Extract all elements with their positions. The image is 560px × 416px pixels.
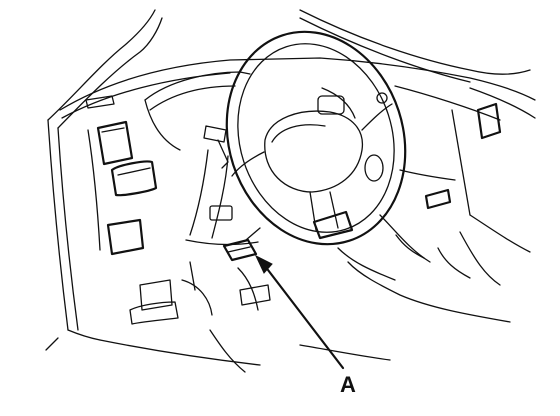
windshield-pillar <box>47 9 531 129</box>
arrow-head-icon <box>254 254 273 274</box>
right-dash-panel <box>399 87 536 286</box>
dashboard-top <box>59 57 536 121</box>
center-console <box>337 214 511 323</box>
component-a <box>222 227 261 262</box>
callout-leader <box>254 254 345 370</box>
left-dash-panel <box>47 119 158 341</box>
instrument-cluster <box>144 71 388 151</box>
steering-wheel <box>225 30 407 246</box>
pedal-area <box>45 261 391 373</box>
callout-label: A <box>340 372 356 397</box>
steering-column <box>185 125 259 246</box>
